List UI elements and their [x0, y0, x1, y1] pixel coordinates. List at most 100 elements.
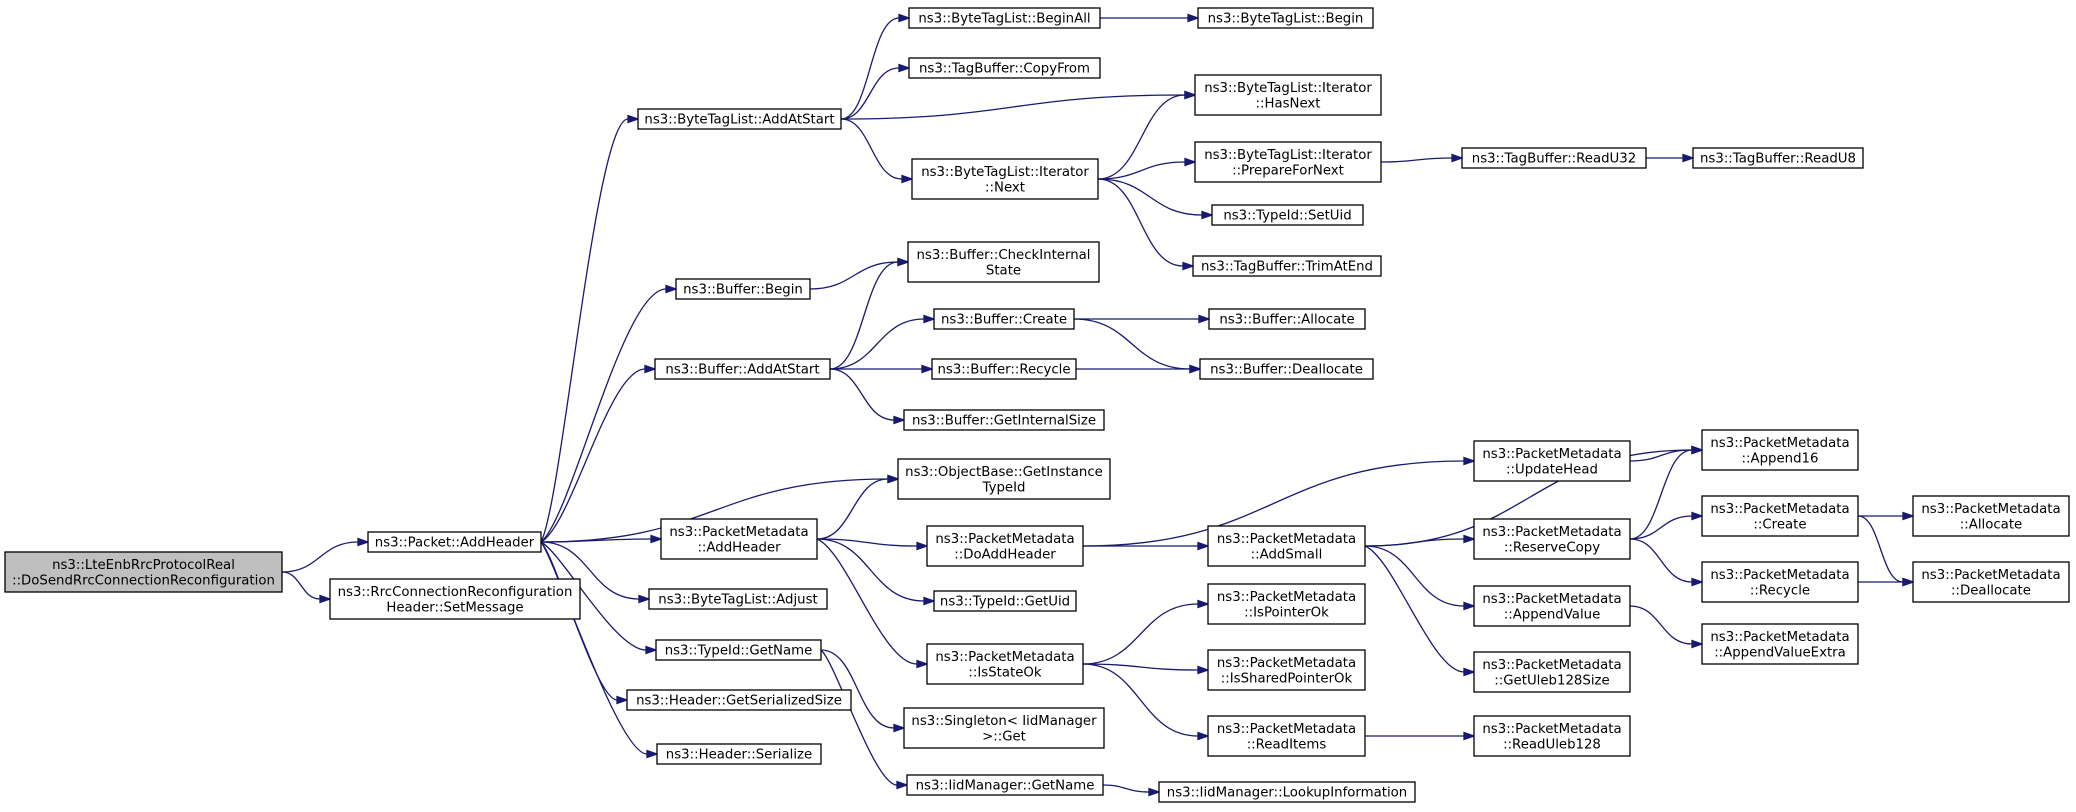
node-buf-deallocate[interactable]: ns3::Buffer::Deallocate [1199, 358, 1374, 380]
node-buf-create[interactable]: ns3::Buffer::Create [933, 308, 1075, 330]
edge-arrowhead [901, 174, 914, 184]
node-box [906, 774, 1104, 796]
node-box [1701, 495, 1859, 537]
node-label-line: ns3::ByteTagList::BeginAll [918, 12, 1090, 27]
node-btli-next[interactable]: ns3::ByteTagList::Iterator::Next [911, 158, 1099, 200]
node-box [654, 358, 831, 380]
node-label-line: ::Allocate [1960, 517, 2022, 532]
node-tid-getuid[interactable]: ns3::TypeId::GetUid [933, 590, 1077, 612]
edge-line [1364, 538, 1465, 547]
node-iid-getname[interactable]: ns3::IidManager::GetName [906, 774, 1104, 796]
edge-line [1629, 515, 1693, 540]
node-hdr-serialize[interactable]: ns3::Header::Serialize [656, 743, 822, 765]
edge-arrowhead [1187, 13, 1200, 23]
node-pm-reservecopy[interactable]: ns3::PacketMetadata::ReserveCopy [1473, 518, 1631, 560]
node-pm-append16[interactable]: ns3::PacketMetadata::Append16 [1701, 429, 1859, 471]
node-label-line: ns3::TagBuffer::ReadU8 [1700, 152, 1856, 167]
node-box [1211, 204, 1364, 226]
node-label-line: ns3::PacketMetadata [1921, 568, 2060, 583]
node-pm-addheader[interactable]: ns3::PacketMetadata::AddHeader [660, 518, 818, 560]
node-btl-begin[interactable]: ns3::ByteTagList::Begin [1197, 7, 1374, 29]
node-pm-issharedpointerok[interactable]: ns3::PacketMetadata::IsSharedPointerOk [1207, 649, 1366, 691]
edge-arrowhead [1463, 601, 1476, 611]
node-tid-setuid[interactable]: ns3::TypeId::SetUid [1211, 204, 1364, 226]
node-btl-beginall[interactable]: ns3::ByteTagList::BeginAll [908, 7, 1101, 29]
edge-line [1097, 161, 1186, 180]
node-buf-allocate[interactable]: ns3::Buffer::Allocate [1208, 308, 1366, 330]
node-label-line: ::Deallocate [1951, 583, 2031, 598]
node-tb-trimatend[interactable]: ns3::TagBuffer::TrimAtEnd [1192, 255, 1382, 277]
node-pm-appendvalueextra[interactable]: ns3::PacketMetadata::AppendValueExtra [1701, 623, 1859, 665]
node-buf-begin[interactable]: ns3::Buffer::Begin [675, 278, 811, 300]
node-pm-appendvalue[interactable]: ns3::PacketMetadata::AppendValue [1473, 585, 1631, 627]
node-pm-readuleb128[interactable]: ns3::PacketMetadata::ReadUleb128 [1473, 715, 1631, 757]
call-edge-pm_addheader-to-ob_getinstancetypeid [816, 474, 900, 540]
node-pm-updatehead[interactable]: ns3::PacketMetadata::UpdateHead [1473, 440, 1631, 482]
node-tb-readu8[interactable]: ns3::TagBuffer::ReadU8 [1692, 147, 1864, 169]
node-hdr-getsersize[interactable]: ns3::Header::GetSerializedSize [626, 689, 852, 711]
node-pm-recycle[interactable]: ns3::PacketMetadata::Recycle [1701, 561, 1859, 603]
call-edge-btli_next-to-btli_hasnext [1097, 90, 1197, 180]
node-box [1199, 358, 1374, 380]
node-pm-allocate[interactable]: ns3::PacketMetadata::Allocate [1912, 495, 2070, 537]
nodes-layer: ns3::LteEnbRrcProtocolReal::DoSendRrcCon… [4, 7, 2070, 803]
node-label-line: ns3::LteEnbRrcProtocolReal [52, 558, 235, 573]
node-label-line: ns3::Buffer::Deallocate [1210, 363, 1363, 378]
edge-line [540, 118, 629, 543]
node-pkt-addheader[interactable]: ns3::Packet::AddHeader [367, 531, 542, 553]
node-rrc-setmessage[interactable]: ns3::RrcConnectionReconfigurationHeader:… [329, 578, 581, 620]
node-singleton-get[interactable]: ns3::Singleton< IidManager>::Get [903, 707, 1105, 749]
node-pm-readitems[interactable]: ns3::PacketMetadata::ReadItems [1207, 715, 1366, 757]
node-tb-readu32[interactable]: ns3::TagBuffer::ReadU32 [1461, 147, 1647, 169]
call-edge-pm_reservecopy-to-pm_create [1629, 511, 1704, 540]
node-buf-addatstart[interactable]: ns3::Buffer::AddAtStart [654, 358, 831, 380]
edge-line [540, 368, 646, 543]
node-pm-isstateok[interactable]: ns3::PacketMetadata::IsStateOk [926, 643, 1084, 685]
node-pm-getuleb128size[interactable]: ns3::PacketMetadata::GetUleb128Size [1473, 651, 1631, 693]
node-pm-addsmall[interactable]: ns3::PacketMetadata::AddSmall [1207, 525, 1366, 567]
edge-arrowhead [1463, 534, 1476, 544]
edge-line [829, 261, 899, 370]
edge-line [1380, 157, 1453, 163]
node-btli-hasnext[interactable]: ns3::ByteTagList::Iterator::HasNext [1194, 74, 1382, 116]
call-edge-pm_reservecopy-to-pm_recycle [1629, 538, 1704, 587]
node-buf-recycle[interactable]: ns3::Buffer::Recycle [931, 358, 1077, 380]
node-box [903, 409, 1105, 431]
node-label-line: ::ReserveCopy [1504, 540, 1600, 555]
node-label-line: ns3::PacketMetadata [935, 532, 1074, 547]
edge-arrowhead [1197, 731, 1210, 741]
edge-line [1364, 545, 1465, 607]
node-tid-getname[interactable]: ns3::TypeId::GetName [655, 639, 822, 661]
node-box [903, 707, 1105, 749]
call-edge-buf_recycle-to-buf_deallocate [1076, 364, 1202, 374]
node-pm-doaddheader[interactable]: ns3::PacketMetadata::DoAddHeader [926, 525, 1084, 567]
node-pm-ispointerok[interactable]: ns3::PacketMetadata::IsPointerOk [1207, 583, 1366, 625]
node-pm-create[interactable]: ns3::PacketMetadata::Create [1701, 495, 1859, 537]
edge-arrowhead [1197, 541, 1210, 551]
call-edge-pm_addheader-to-pm_isstateok [816, 538, 929, 669]
node-label-line: ns3::TypeId::GetName [665, 644, 813, 659]
node-btl-adjust[interactable]: ns3::ByteTagList::Adjust [648, 588, 828, 610]
node-pm-deallocate[interactable]: ns3::PacketMetadata::Deallocate [1912, 561, 2070, 603]
edge-arrowhead [616, 695, 629, 705]
node-box [1207, 649, 1366, 691]
node-iid-lookupinfo[interactable]: ns3::IidManager::LookupInformation [1158, 781, 1416, 803]
node-label-line: ns3::PacketMetadata [669, 525, 808, 540]
node-box [1701, 429, 1859, 471]
node-box [907, 241, 1100, 283]
edge-line [1857, 515, 1904, 583]
node-btli-preparefornext[interactable]: ns3::ByteTagList::Iterator::PrepareForNe… [1194, 141, 1382, 183]
node-buf-getinternalsize[interactable]: ns3::Buffer::GetInternalSize [903, 409, 1105, 431]
node-tb-copyfrom[interactable]: ns3::TagBuffer::CopyFrom [908, 57, 1101, 79]
call-edge-root-to-pkt_addheader [281, 537, 370, 573]
node-btl-addatstart[interactable]: ns3::ByteTagList::AddAtStart [637, 108, 842, 130]
call-edge-buf_addatstart-to-buf_getinternalsize [829, 368, 906, 425]
node-box [1197, 7, 1374, 29]
call-edge-pm_doaddheader-to-pm_updatehead [1082, 456, 1476, 547]
edge-line [820, 649, 895, 729]
node-root[interactable]: ns3::LteEnbRrcProtocolReal::DoSendRrcCon… [4, 551, 283, 593]
edge-arrowhead [898, 13, 911, 23]
edge-arrowhead [893, 723, 906, 733]
